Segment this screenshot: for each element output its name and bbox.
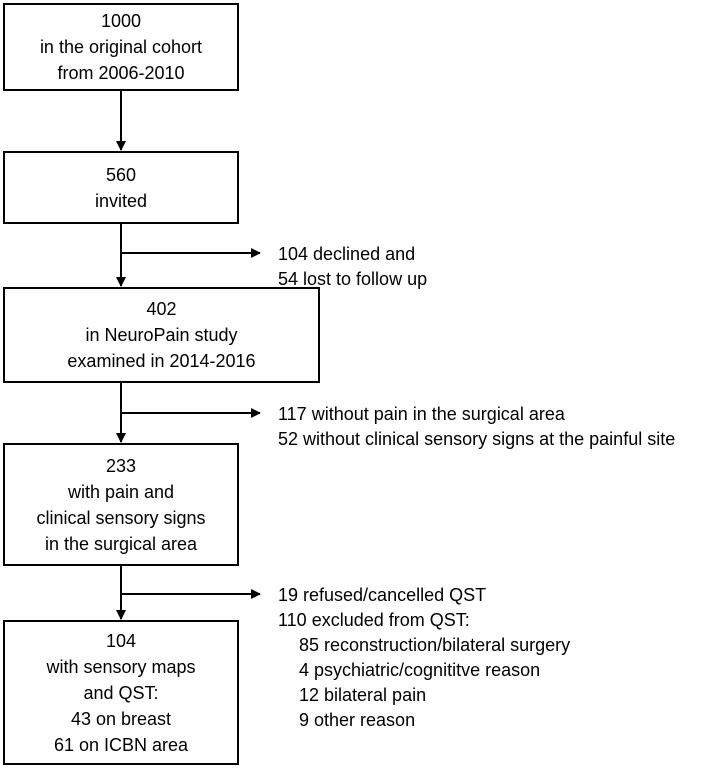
sensory-maps-icbn: 61 on ICBN area xyxy=(53,734,189,755)
cohort-label: in the original cohort xyxy=(39,37,203,57)
sensory-maps-line-2: and QST: xyxy=(83,682,159,703)
neuropain-years: examined in 2014-2016 xyxy=(67,351,256,371)
without-sensory-signs: 52 without clinical sensory signs at the… xyxy=(278,429,676,449)
box-sensory-maps: 104 with sensory maps and QST: 43 on bre… xyxy=(3,620,239,765)
neuropain-label: in NeuroPain study xyxy=(85,325,238,345)
invited-label: invited xyxy=(94,190,148,211)
without-pain: 117 without pain in the surgical area xyxy=(278,404,565,424)
refused-qst: 19 refused/cancelled QST xyxy=(278,585,487,605)
sensory-maps-breast: 43 on breast xyxy=(70,708,172,729)
declined-count: 104 declined and xyxy=(278,244,416,264)
cohort-years: from 2006-2010 xyxy=(57,63,185,83)
pain-signs-count: 233 xyxy=(105,455,137,476)
pain-signs-line-3: in the surgical area xyxy=(44,533,198,554)
reason-bilateral-pain: 12 bilateral pain xyxy=(299,685,427,705)
pain-signs-line-2: clinical sensory signs xyxy=(36,507,206,528)
cohort-count: 1000 xyxy=(100,11,142,31)
sensory-maps-count: 104 xyxy=(105,630,137,651)
exclusion-after-neuropain: 117 without pain in the surgical area 52… xyxy=(278,402,675,452)
box-pain-signs: 233 with pain and clinical sensory signs… xyxy=(3,443,239,566)
reason-other: 9 other reason xyxy=(299,710,416,730)
reason-psychiatric: 4 psychiatric/cognititve reason xyxy=(299,660,541,680)
pain-signs-line-1: with pain and xyxy=(67,481,175,502)
neuropain-count: 402 xyxy=(146,299,177,319)
lost-to-follow-up: 54 lost to follow up xyxy=(278,269,428,289)
exclusion-after-pain-signs: 19 refused/cancelled QST 110 excluded fr… xyxy=(278,583,570,733)
excluded-qst: 110 excluded from QST: xyxy=(278,610,470,630)
invited-count: 560 xyxy=(105,164,137,185)
box-invited: 560 invited xyxy=(3,151,239,224)
box-neuropain: 402 in NeuroPain study examined in 2014-… xyxy=(3,287,320,383)
reason-reconstruction: 85 reconstruction/bilateral surgery xyxy=(299,635,571,655)
box-original-cohort: 1000 in the original cohort from 2006-20… xyxy=(3,3,239,91)
exclusion-after-invited: 104 declined and 54 lost to follow up xyxy=(278,242,427,292)
sensory-maps-line-1: with sensory maps xyxy=(46,656,196,677)
